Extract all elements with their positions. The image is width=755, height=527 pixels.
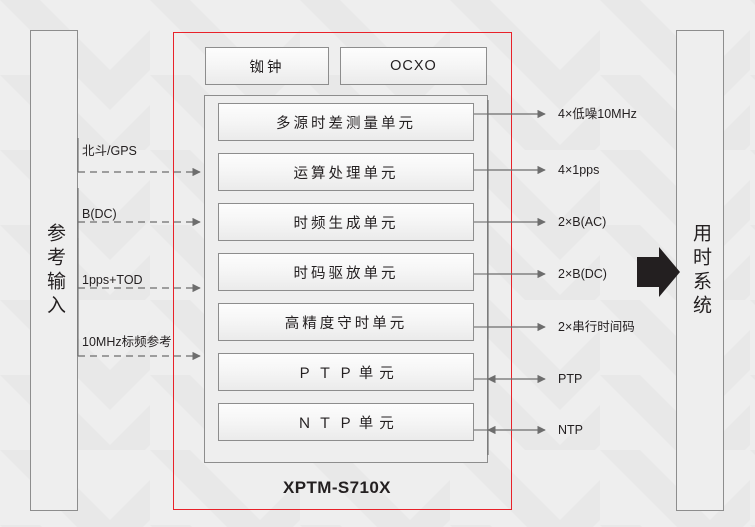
unit-box-ocxo[interactable]: OCXO bbox=[340, 47, 487, 85]
unit-box-label: 多源时差测量单元 bbox=[276, 115, 416, 132]
unit-box-timecode-drive-amplifier[interactable]: 时码驱放单元 bbox=[218, 253, 474, 291]
unit-box-multisource-time-difference-measurement[interactable]: 多源时差测量单元 bbox=[218, 103, 474, 141]
output-label-ptp: PTP bbox=[558, 372, 583, 386]
unit-box-computation-processing[interactable]: 运算处理单元 bbox=[218, 153, 474, 191]
unit-box-label: Ｐ Ｔ Ｐ 单 元 bbox=[297, 365, 395, 382]
input-label-b-dc: B(DC) bbox=[82, 207, 117, 221]
unit-box-rubidium-clock[interactable]: 铷钟 bbox=[205, 47, 329, 85]
output-label-low-noise-10mhz: 4×低噪10MHz bbox=[558, 107, 637, 121]
unit-box-ptp[interactable]: Ｐ Ｔ Ｐ 单 元 bbox=[218, 353, 474, 391]
unit-box-label: 时频生成单元 bbox=[293, 215, 399, 232]
unit-box-label: Ｎ Ｔ Ｐ 单 元 bbox=[297, 415, 395, 432]
output-label-1pps: 4×1pps bbox=[558, 163, 600, 177]
input-label-10mhz-reference: 10MHz标频参考 bbox=[82, 335, 172, 349]
reference-input-block: 参考输入 bbox=[30, 30, 78, 511]
unit-box-label: 高精度守时单元 bbox=[284, 315, 408, 332]
unit-box-ntp[interactable]: Ｎ Ｔ Ｐ 单 元 bbox=[218, 403, 474, 441]
unit-box-label: OCXO bbox=[390, 58, 437, 74]
output-label-ntp: NTP bbox=[558, 423, 583, 437]
output-label-b-ac: 2×B(AC) bbox=[558, 215, 607, 229]
model-name: XPTM-S710X bbox=[283, 478, 391, 497]
unit-box-high-precision-timekeeping[interactable]: 高精度守时单元 bbox=[218, 303, 474, 341]
input-label-beidou-gps: 北斗/GPS bbox=[82, 144, 137, 158]
output-label-serial-timecode: 2×串行时间码 bbox=[558, 320, 635, 334]
unit-box-label: 运算处理单元 bbox=[293, 165, 399, 182]
timing-user-system-label: 用时系统 bbox=[689, 222, 711, 319]
chassis-outline bbox=[173, 32, 512, 510]
unit-box-label: 时码驱放单元 bbox=[293, 265, 399, 282]
timing-user-system-block: 用时系统 bbox=[676, 30, 724, 511]
input-label-1pps-tod: 1pps+TOD bbox=[82, 273, 143, 287]
reference-input-label: 参考输入 bbox=[43, 222, 65, 319]
output-label-b-dc: 2×B(DC) bbox=[558, 267, 607, 281]
system-output-arrow-icon bbox=[637, 247, 680, 297]
unit-box-label: 铷钟 bbox=[249, 59, 285, 76]
unit-box-time-frequency-generation[interactable]: 时频生成单元 bbox=[218, 203, 474, 241]
